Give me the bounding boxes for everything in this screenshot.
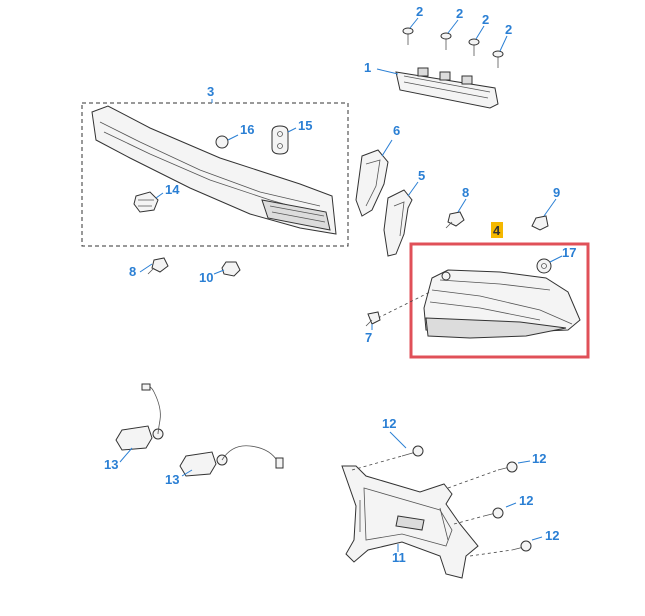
clip-16[interactable]: [215, 135, 229, 149]
screw-12d[interactable]: [511, 540, 532, 552]
callout-8a: 8: [462, 185, 469, 200]
callout-7: 7: [365, 330, 372, 345]
screw-2b[interactable]: [440, 32, 452, 50]
highlight-frame: [409, 242, 590, 359]
bracket-5[interactable]: [383, 189, 413, 257]
callout-16: 16: [240, 122, 254, 137]
callout-6: 6: [393, 123, 400, 138]
nut-10[interactable]: [221, 261, 241, 277]
callout-13b: 13: [165, 472, 179, 487]
callout-3: 3: [207, 84, 214, 99]
callout-14: 14: [165, 182, 180, 197]
callout-10: 10: [199, 270, 213, 285]
callout-13a: 13: [104, 457, 118, 472]
screw-2a[interactable]: [402, 27, 414, 45]
callout-4: 4: [493, 223, 501, 238]
nut-8a[interactable]: [445, 211, 465, 229]
nut-8b[interactable]: [147, 257, 169, 275]
callout-12b: 12: [532, 451, 546, 466]
screw-2d[interactable]: [492, 50, 504, 68]
callout-15: 15: [298, 118, 312, 133]
screw-12b[interactable]: [497, 461, 518, 473]
clip-9[interactable]: [531, 215, 549, 231]
grommet-17[interactable]: [536, 258, 552, 274]
gasket-15[interactable]: [271, 125, 289, 155]
tail-lamp-4[interactable]: [423, 269, 581, 339]
screw-7[interactable]: [365, 311, 381, 327]
rear-lamp-bar[interactable]: [91, 105, 337, 235]
license-lamp-13b[interactable]: [179, 445, 284, 477]
callout-8b: 8: [129, 264, 136, 279]
part-3-group-box: [81, 102, 349, 247]
callout-2d: 2: [505, 22, 512, 37]
screw-12c[interactable]: [483, 507, 504, 519]
callout-2c: 2: [482, 12, 489, 27]
callout-5: 5: [418, 168, 425, 183]
seal-6[interactable]: [355, 149, 389, 217]
high-mount-stop-lamp[interactable]: [395, 67, 499, 109]
callout-1: 1: [364, 60, 371, 75]
callout-2b: 2: [456, 6, 463, 21]
screw-2c[interactable]: [468, 38, 480, 56]
connector-14[interactable]: [133, 191, 159, 213]
license-lamp-13a[interactable]: [115, 383, 164, 451]
callout-12a: 12: [382, 416, 396, 431]
plate-bracket-11[interactable]: [341, 465, 479, 579]
screw-12a[interactable]: [401, 445, 424, 457]
callout-12d: 12: [545, 528, 559, 543]
callout-2a: 2: [416, 4, 423, 19]
callout-9: 9: [553, 185, 560, 200]
callout-11: 11: [392, 550, 406, 565]
callout-12c: 12: [519, 493, 533, 508]
callout-17: 17: [562, 245, 576, 260]
callout-4-highlight: [491, 222, 503, 238]
